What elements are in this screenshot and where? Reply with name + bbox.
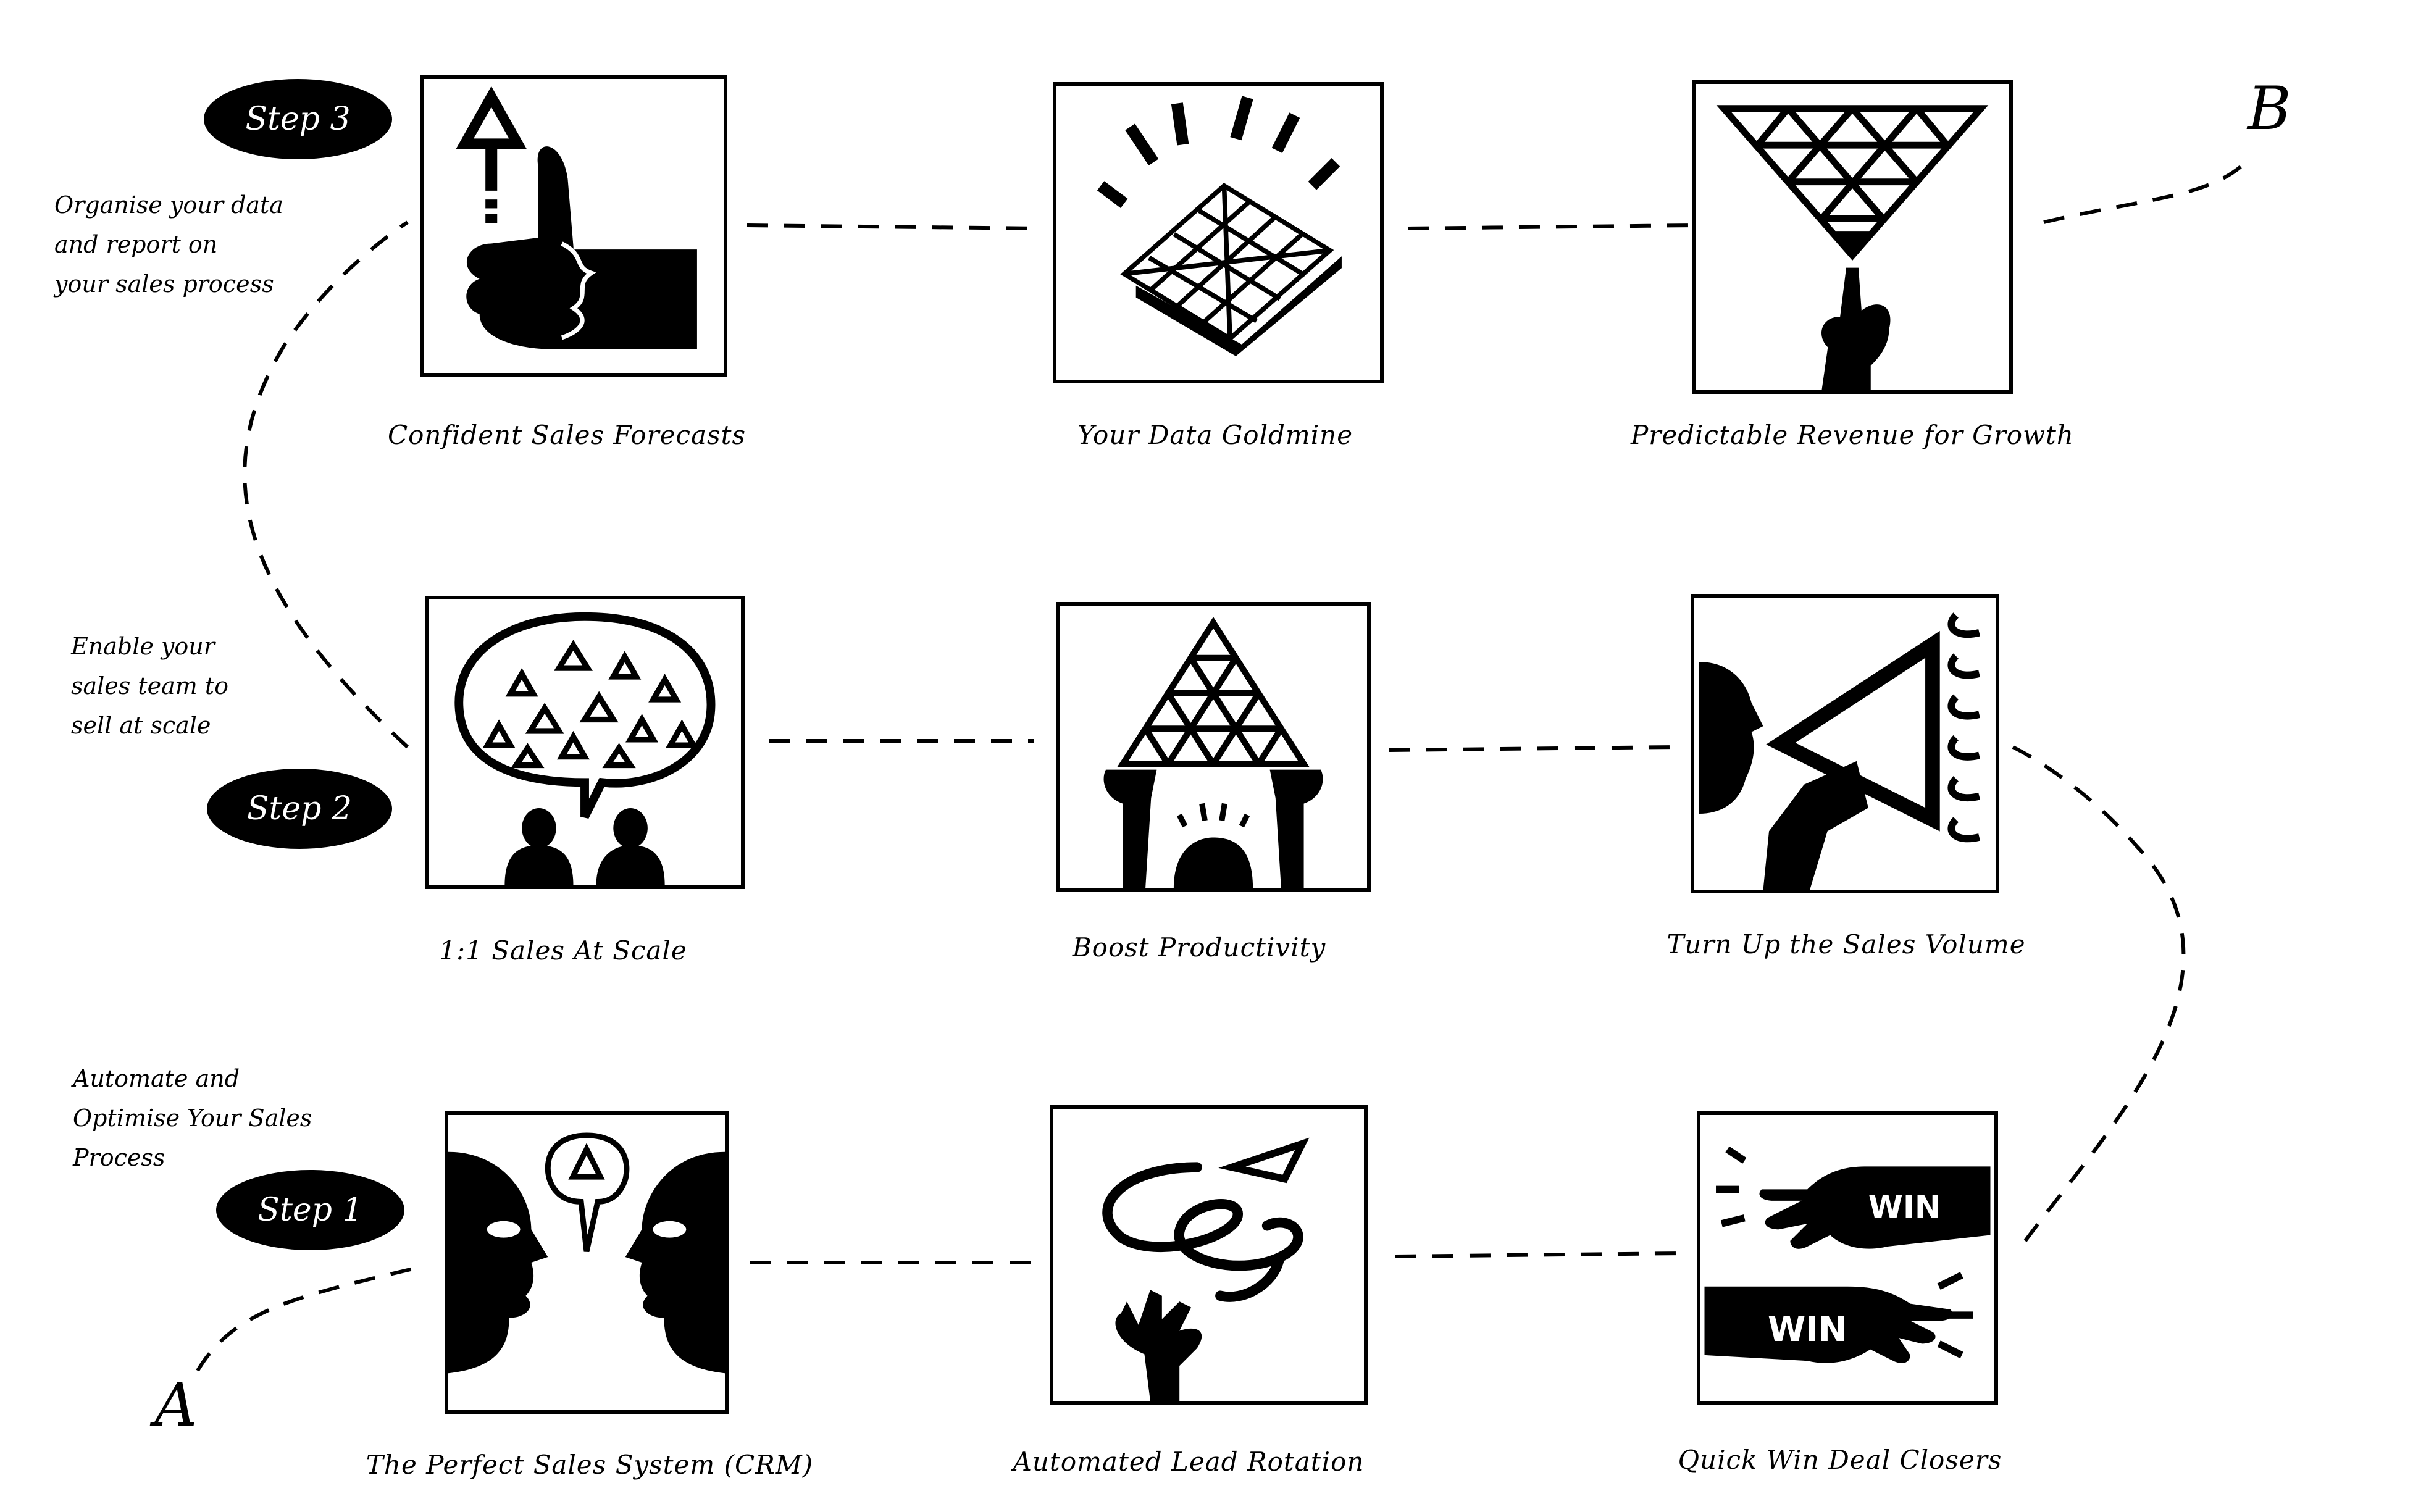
tile-confident-sales-forecasts [420,75,727,377]
caption-perfect-sales-system: The Perfect Sales System (CRM) [366,1450,814,1480]
endpoint-b: B [2248,74,2291,143]
tile-turn-up-sales-volume [1691,594,1999,893]
caption-1-1-sales-at-scale: 1:1 Sales At Scale [439,935,687,966]
tile-boost-productivity [1056,602,1371,892]
caption-your-data-goldmine: Your Data Goldmine [1077,420,1353,450]
step-3-badge: Step 3 [204,79,392,159]
tile-perfect-sales-system [445,1111,729,1414]
win-label-top: WIN [1868,1190,1941,1226]
two-faces-speech-icon [448,1132,725,1374]
step-2-note: Enable your sales team to sell at scale [71,633,229,739]
inverted-pyramid-finger-icon [1716,105,1989,390]
caption-predictable-revenue: Predictable Revenue for Growth [1631,420,2074,450]
caption-turn-up-sales-volume: Turn Up the Sales Volume [1667,929,2026,959]
tile-quick-win-deal-closers: WIN WIN [1697,1111,1998,1405]
megaphone-icon [1699,612,1981,890]
step-3-note: Organise your data and report on your sa… [54,191,283,298]
win-label-bottom: WIN [1768,1309,1847,1350]
conversation-bubble-icon [454,612,716,885]
pyramid-grid-icon [1097,96,1342,356]
step-2-badge: Step 2 [207,769,392,849]
step-1-note: Automate and Optimise Your Sales Process [73,1065,312,1171]
tile-automated-lead-rotation [1050,1105,1368,1405]
tile-predictable-revenue [1692,80,2013,394]
win-hands-icon: WIN WIN [1704,1146,1991,1364]
endpoint-a: A [154,1371,198,1440]
step-1-badge: Step 1 [216,1170,404,1250]
tile-1-1-sales-at-scale [425,596,745,889]
caption-boost-productivity: Boost Productivity [1072,932,1326,963]
hand-spiral-icon [1102,1137,1310,1401]
caption-automated-lead-rotation: Automated Lead Rotation [1013,1447,1365,1477]
lifting-pyramid-icon [1103,617,1323,888]
caption-confident-sales-forecasts: Confident Sales Forecasts [387,420,746,450]
caption-quick-win-deal-closers: Quick Win Deal Closers [1678,1445,2002,1475]
thumbs-up-arrow-icon [456,86,697,349]
tile-your-data-goldmine [1053,82,1384,383]
